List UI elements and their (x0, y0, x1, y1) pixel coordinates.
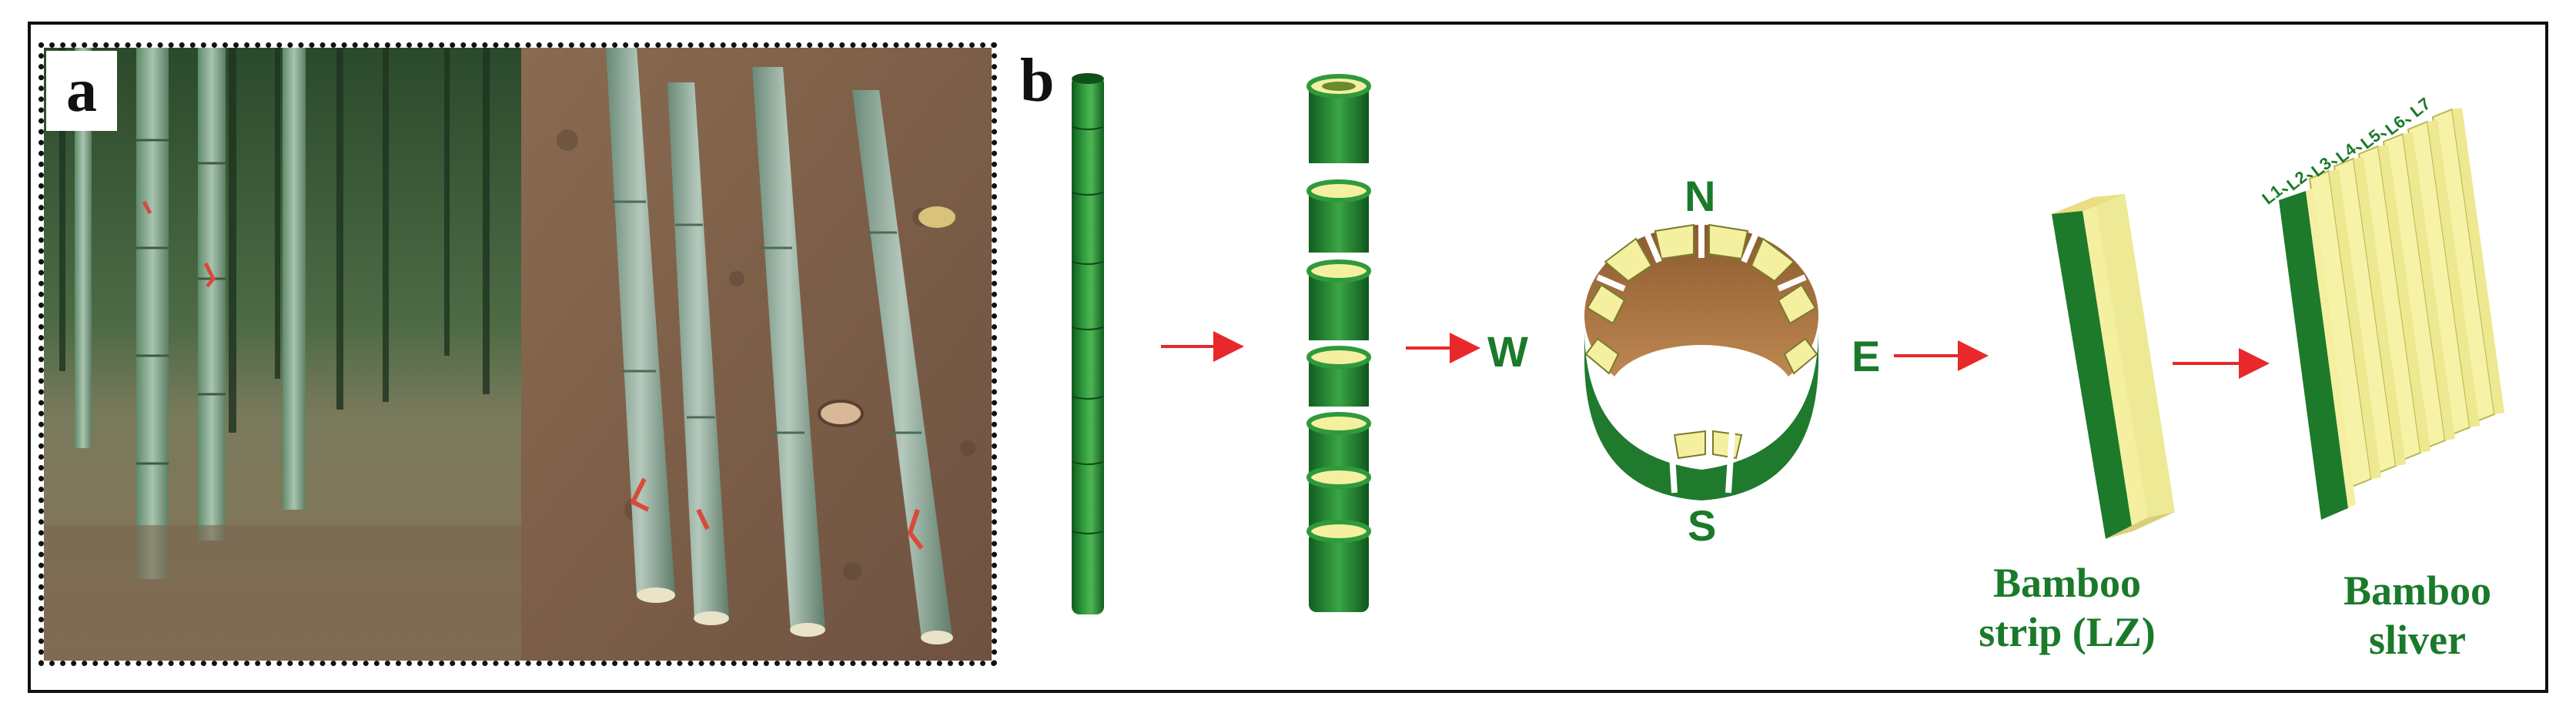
bamboo-sliver-label-line1: Bamboo (2343, 567, 2492, 614)
compass-west: W (1487, 327, 1528, 376)
bamboo-strip-label-line2: strip (LZ) (1979, 609, 2156, 655)
compass-north: N (1684, 172, 1716, 220)
compass-south: S (1688, 501, 1717, 550)
segmented-culm (1306, 74, 1371, 612)
bamboo-slivers (2279, 108, 2504, 520)
bamboo-forest-photo (44, 48, 521, 661)
bamboo-strip-label-line1: Bamboo (1992, 560, 2142, 606)
panel-label-a: a (46, 51, 117, 131)
panel-label-b: b (1020, 47, 1055, 115)
photo-panel (38, 42, 997, 666)
compass-east: E (1852, 332, 1881, 380)
bamboo-strip (2052, 194, 2175, 539)
split-ring (1584, 223, 1818, 500)
whole-culm (1072, 73, 1104, 614)
bamboo-sliver-label-line2: sliver (2369, 617, 2466, 663)
bamboo-strip-label: Bamboo strip (LZ) (1959, 558, 2175, 657)
bamboo-sliver-label: Bamboo sliver (2317, 566, 2517, 664)
felled-bamboo-photo (521, 48, 992, 661)
